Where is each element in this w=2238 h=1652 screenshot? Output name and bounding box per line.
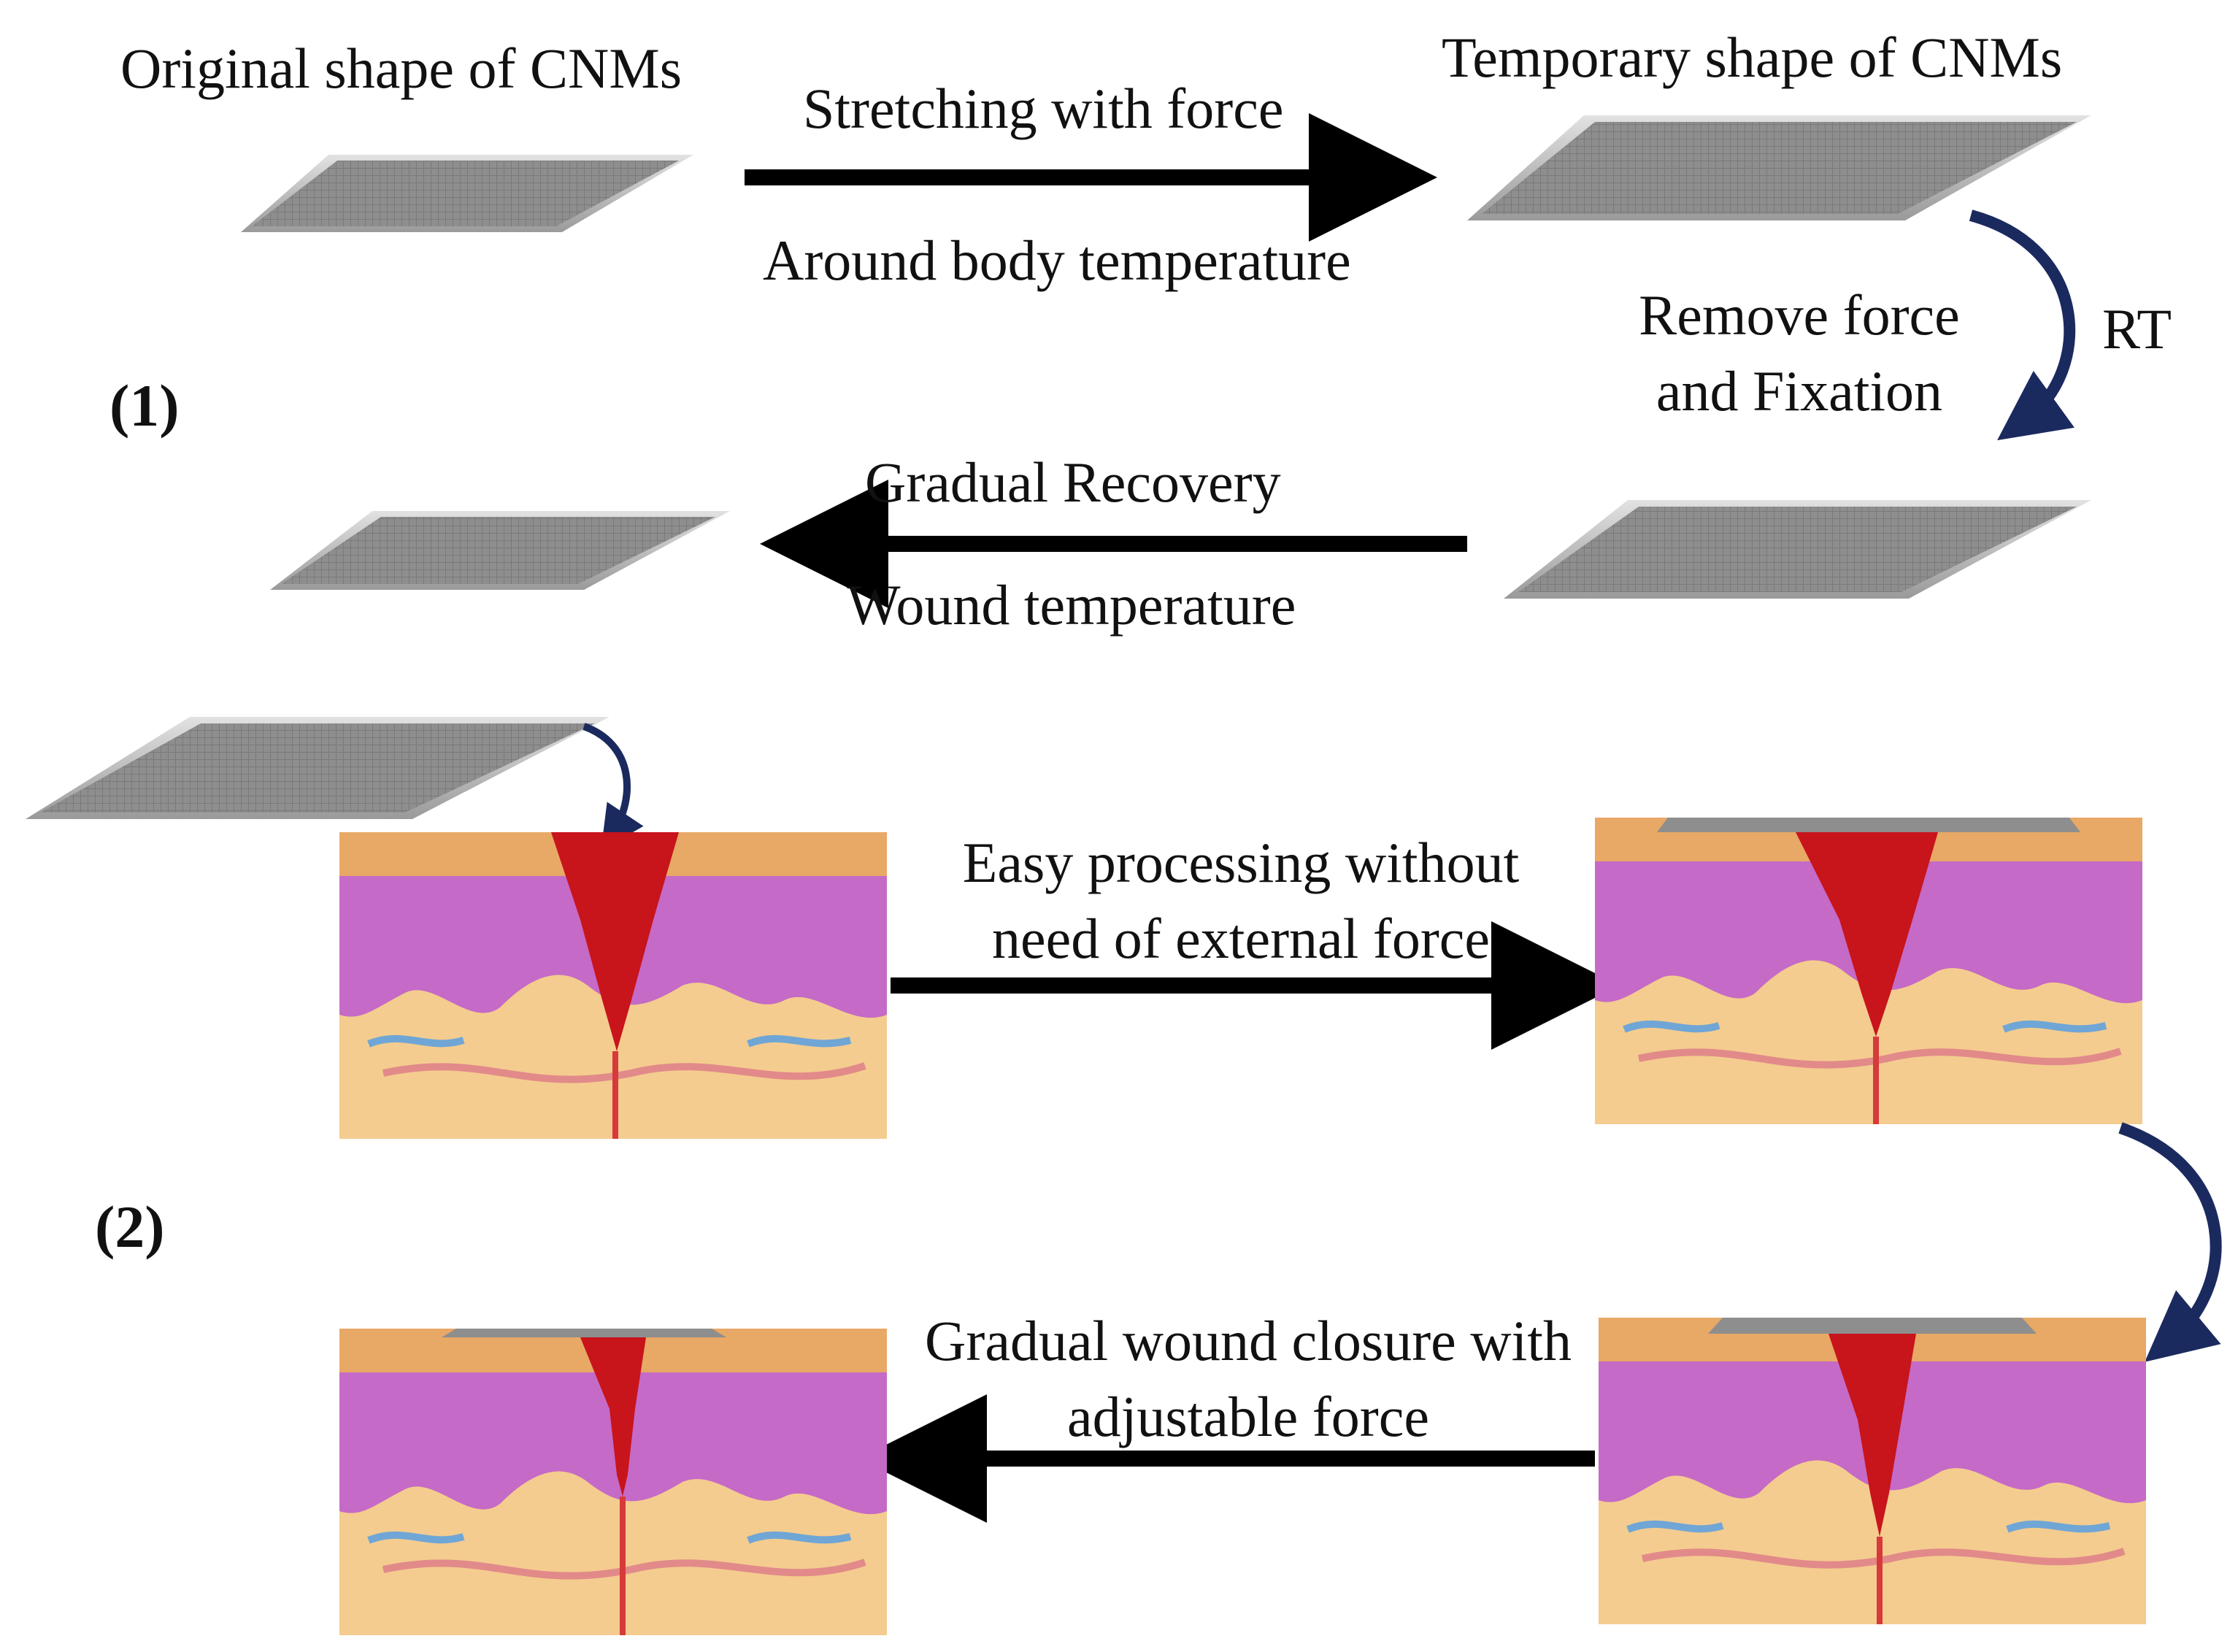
gradual-closure-label: Gradual wound closure with adjustable fo… (925, 1309, 1572, 1448)
membrane-sheet-icon (26, 717, 610, 819)
original-shape-label: Original shape of CNMs (120, 37, 682, 100)
curved-arrow-icon (2118, 1122, 2222, 1362)
membrane-sheet-icon (241, 155, 693, 232)
panel-1-marker: (1) (109, 372, 180, 439)
skin-cross-section-icon (339, 832, 887, 1139)
body-temperature-label: Around body temperature (763, 228, 1351, 292)
skin-cross-section-icon (1595, 818, 2142, 1124)
membrane-sheet-icon (1504, 500, 2091, 599)
membrane-sheet-icon (270, 511, 730, 590)
stretching-label: Stretching with force (803, 77, 1284, 140)
membrane-sheet-icon (1467, 115, 2091, 220)
panel-2-marker: (2) (95, 1194, 165, 1260)
easy-processing-label: Easy processing without need of external… (962, 831, 1520, 970)
gradual-recovery-label: Gradual Recovery (865, 450, 1281, 514)
curved-arrow-icon (1969, 210, 2076, 441)
curved-arrow-icon (582, 723, 644, 850)
wound-temperature-label: Wound temperature (847, 573, 1296, 637)
remove-force-label: Remove force and Fixation (1639, 283, 1960, 423)
skin-cross-section-icon (1599, 1318, 2146, 1624)
temporary-shape-label: Temporary shape of CNMs (1442, 26, 2063, 89)
rt-label: RT (2102, 297, 2172, 361)
skin-cross-section-icon (339, 1329, 887, 1635)
